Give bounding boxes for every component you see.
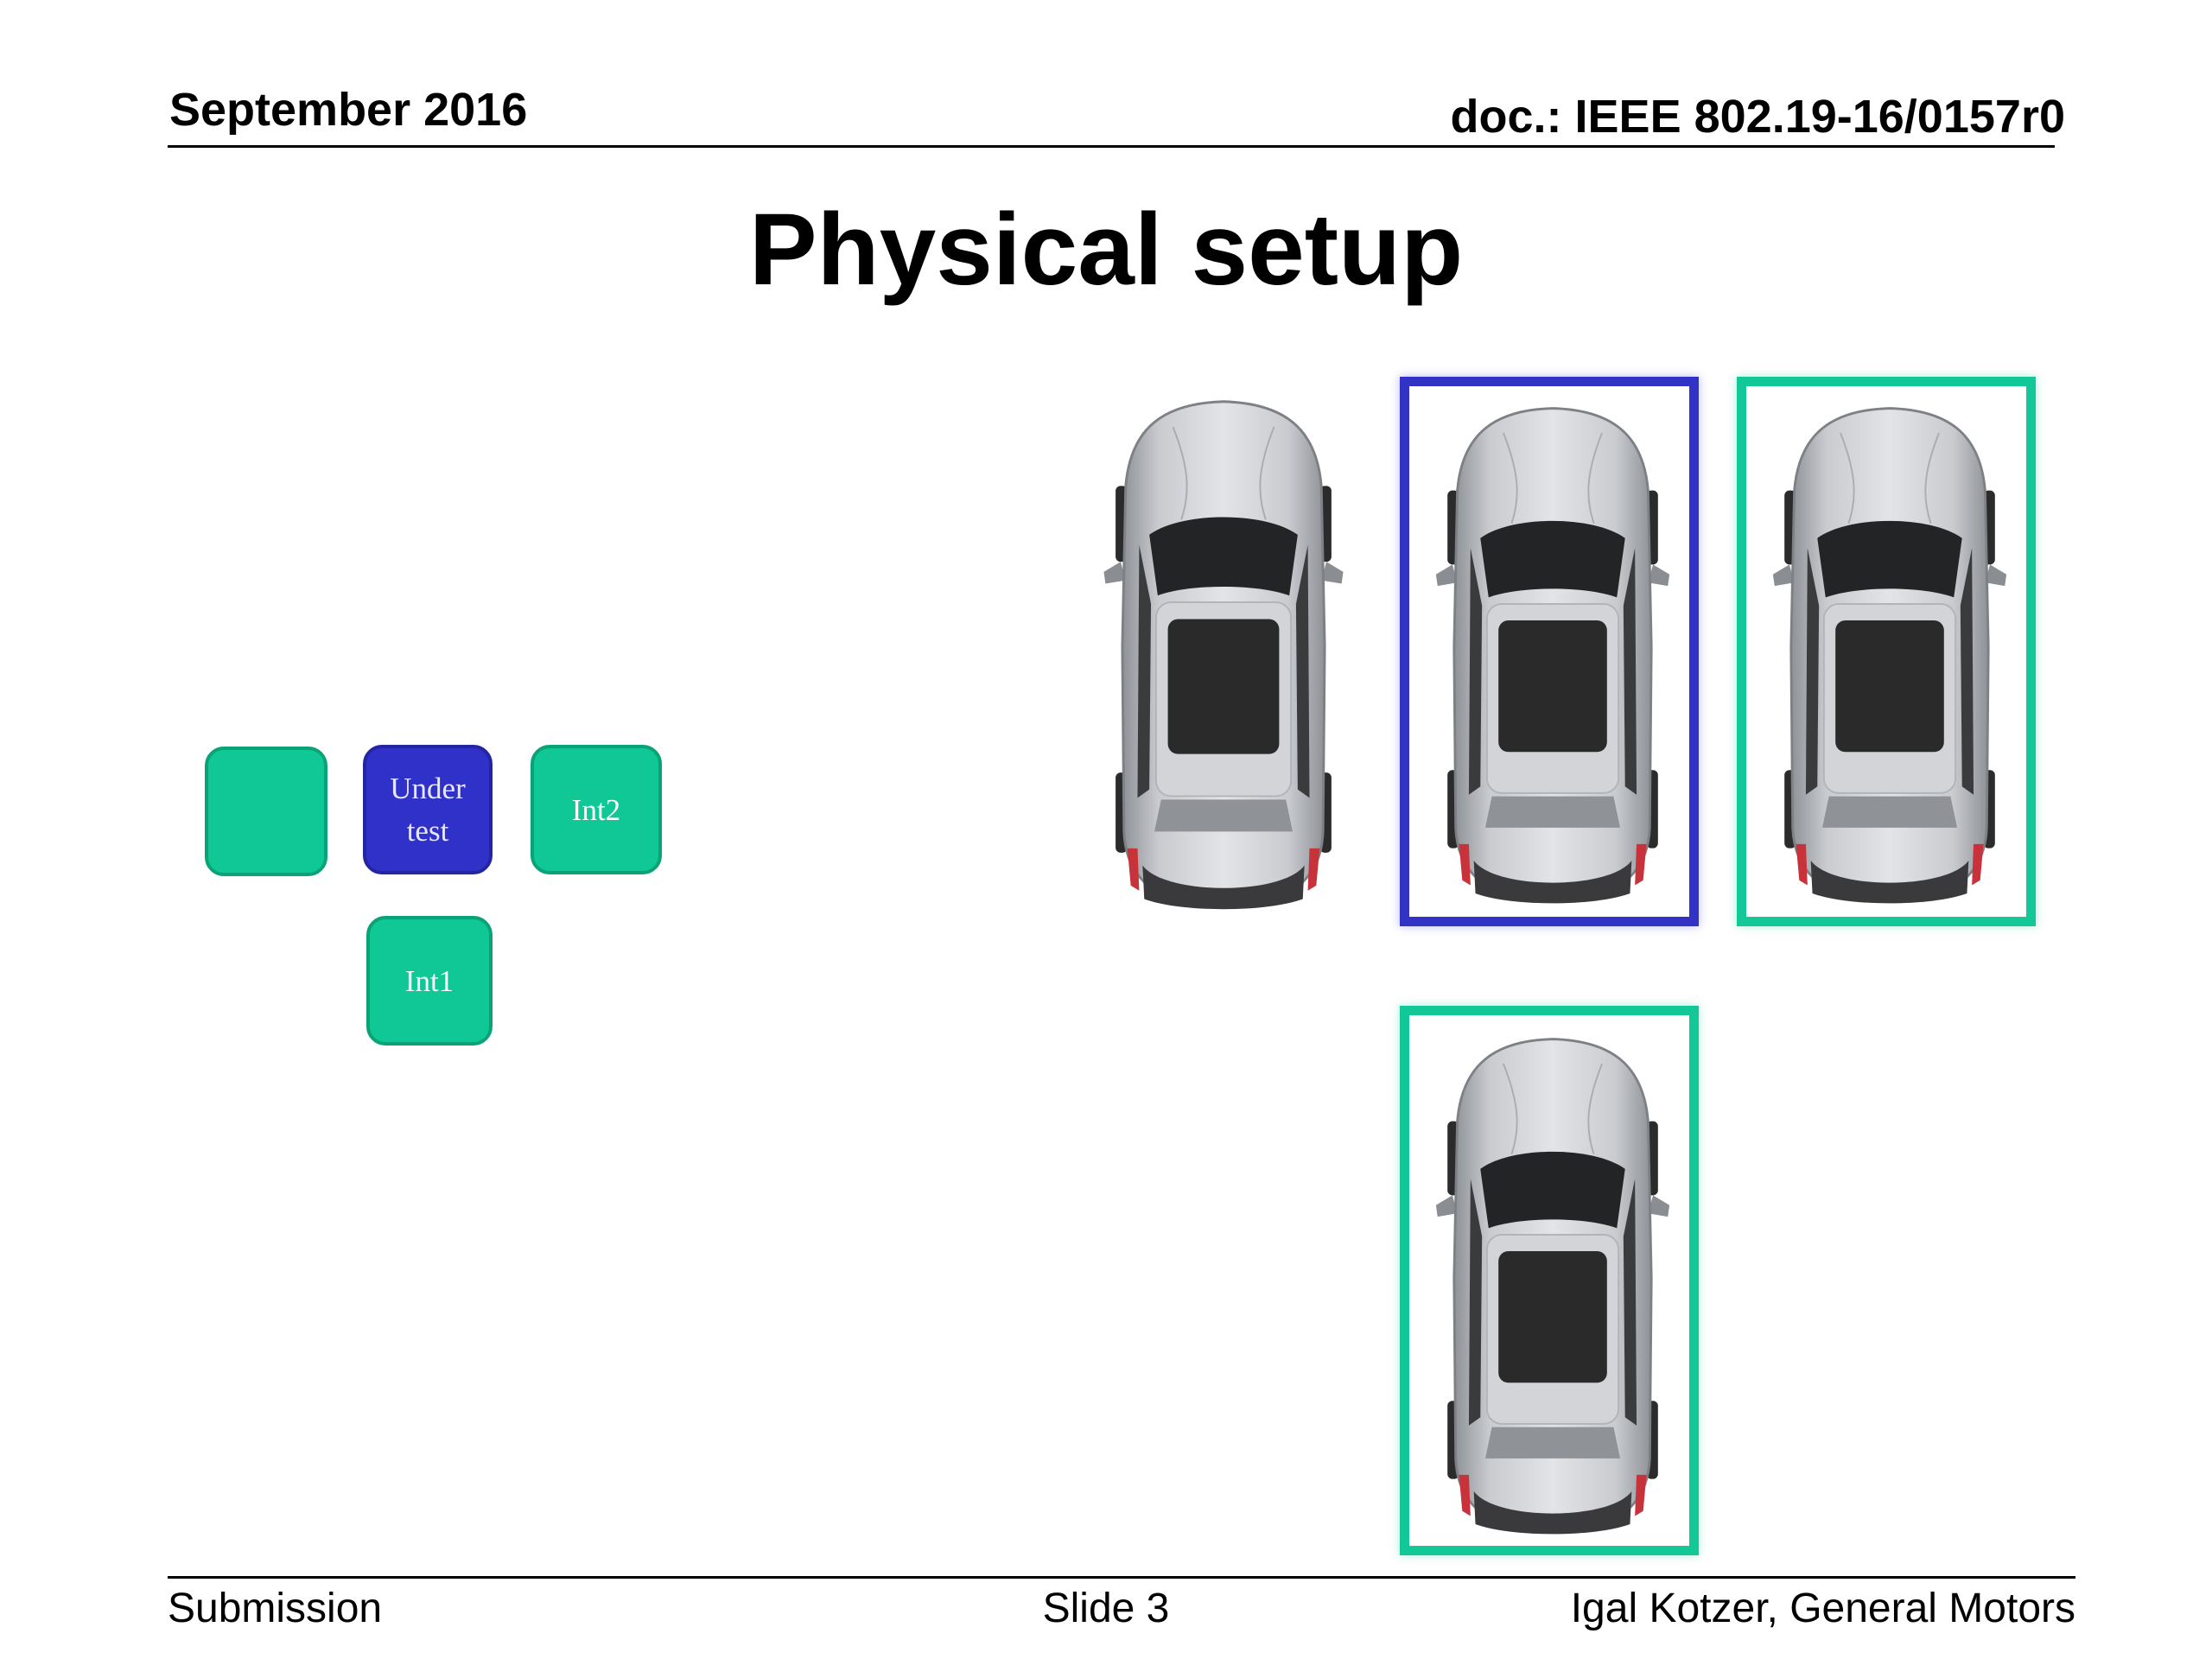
footer-author: Igal Kotzer, General Motors <box>1570 1586 2075 1631</box>
car-frame-int1 <box>1400 1006 1699 1555</box>
legend-box-int1: Int1 <box>366 916 493 1046</box>
car-frame-under-test <box>1400 377 1699 926</box>
car-int1 <box>1425 1031 1681 1541</box>
legend-box-under-test: Under test <box>363 745 493 874</box>
footer-divider <box>168 1576 2075 1579</box>
header-date: September 2016 <box>169 84 528 136</box>
car-frame-int2 <box>1737 377 2036 926</box>
footer-slide-number: Slide 3 <box>1042 1586 1170 1631</box>
header-divider <box>168 145 2055 148</box>
car-plain <box>1094 393 1353 916</box>
header-doc-id: doc.: IEEE 802.19-16/0157r0 <box>1450 91 2065 143</box>
footer-submission: Submission <box>168 1586 383 1631</box>
car-under-test <box>1425 400 1681 910</box>
legend-box-blank <box>205 747 327 876</box>
slide-title: Physical setup <box>748 193 1464 307</box>
legend-box-int2: Int2 <box>531 745 662 874</box>
car-int2 <box>1762 400 2018 910</box>
